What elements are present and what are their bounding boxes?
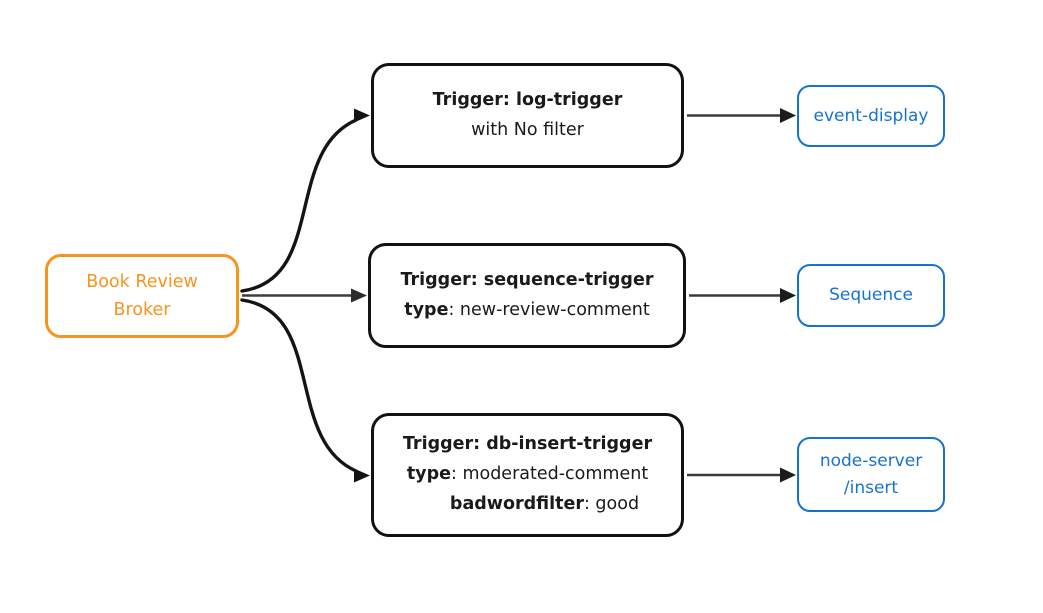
arrowhead-icon — [354, 108, 370, 123]
trigger-attr: type: new-review-comment — [371, 296, 683, 326]
trigger-filter-text: with No filter — [471, 119, 584, 140]
arrowhead-icon — [351, 288, 367, 303]
edge-sequence-trigger-to-sequence — [689, 288, 796, 303]
trigger-attr: badwordfilter: good — [374, 490, 681, 520]
edge-broker-to-log-trigger — [240, 108, 370, 293]
arrowhead-icon — [354, 468, 370, 483]
edge-db-insert-trigger-to-node-server — [687, 467, 796, 483]
trigger-title: Trigger: log-trigger — [432, 89, 623, 110]
arrowhead-icon — [780, 108, 796, 123]
service-node-event-display: event-display — [797, 85, 945, 147]
trigger-node-sequence-trigger: Trigger: sequence-trigger type: new-revi… — [368, 243, 686, 348]
trigger-attr-key: type — [406, 464, 451, 485]
arrowhead-icon — [780, 288, 796, 303]
trigger-node-log-trigger: Trigger: log-trigger with No filter — [371, 63, 684, 168]
edge-broker-to-db-insert-trigger — [240, 298, 370, 483]
broker-node: Book Review Broker — [45, 254, 239, 338]
trigger-title: Trigger: sequence-trigger — [400, 269, 654, 290]
trigger-attr-value: : new-review-comment — [448, 299, 650, 320]
trigger-title: Trigger: db-insert-trigger — [402, 434, 653, 455]
service-node-node-server-insert: node-server /insert — [797, 437, 945, 512]
trigger-attr-value: : moderated-comment — [450, 464, 649, 485]
trigger-attr-key: type — [404, 299, 449, 320]
service-node-sequence: Sequence — [797, 264, 945, 327]
edge-broker-to-sequence-trigger — [242, 288, 367, 303]
arrowhead-icon — [780, 467, 796, 483]
trigger-node-db-insert-trigger: Trigger: db-insert-trigger type: moderat… — [371, 413, 684, 537]
trigger-attr-value: : good — [583, 493, 640, 514]
trigger-attr: type: moderated-comment — [374, 460, 681, 490]
trigger-attr-key: badwordfilter — [449, 493, 584, 514]
edge-log-trigger-to-event-display — [687, 108, 796, 123]
